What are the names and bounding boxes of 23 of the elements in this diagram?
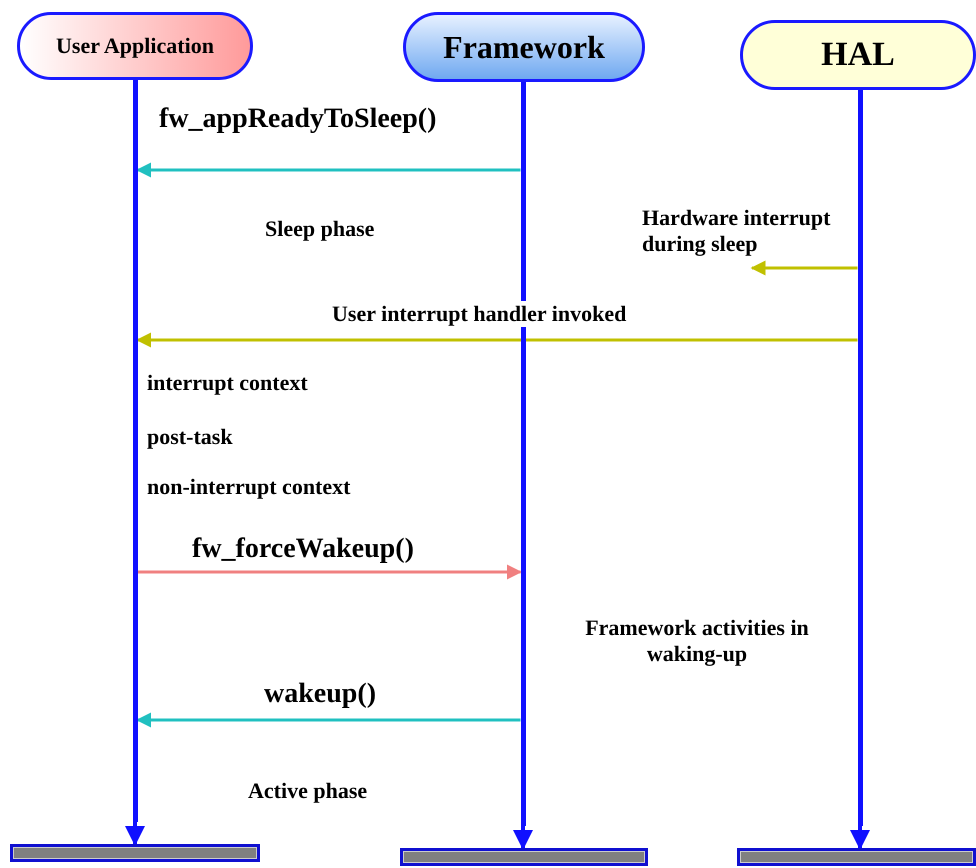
arrow xyxy=(136,332,858,348)
lifeline-end-bar xyxy=(400,848,648,866)
lifeline-header: Framework xyxy=(403,12,645,82)
note-text: Framework activities in waking-up xyxy=(584,615,810,667)
lifeline-header: User Application xyxy=(17,12,253,80)
lifeline-end-bar xyxy=(10,844,260,862)
arrow xyxy=(750,260,858,276)
arrow xyxy=(125,822,145,846)
arrow xyxy=(136,712,520,728)
arrow xyxy=(850,826,870,850)
arrow xyxy=(136,162,520,178)
arrow xyxy=(138,564,522,580)
note-text: interrupt context xyxy=(147,370,308,396)
note-text: non-interrupt context xyxy=(147,474,350,500)
note-text: post-task xyxy=(147,424,233,450)
note-text: Active phase xyxy=(248,778,368,804)
lifeline xyxy=(858,90,862,826)
lifeline-header: HAL xyxy=(740,20,976,90)
lifeline xyxy=(132,80,138,822)
note-text: Sleep phase xyxy=(265,216,374,242)
edge-label: User interrupt handler invoked xyxy=(330,301,628,327)
lifeline-end-bar xyxy=(737,848,976,866)
arrow xyxy=(513,826,533,850)
